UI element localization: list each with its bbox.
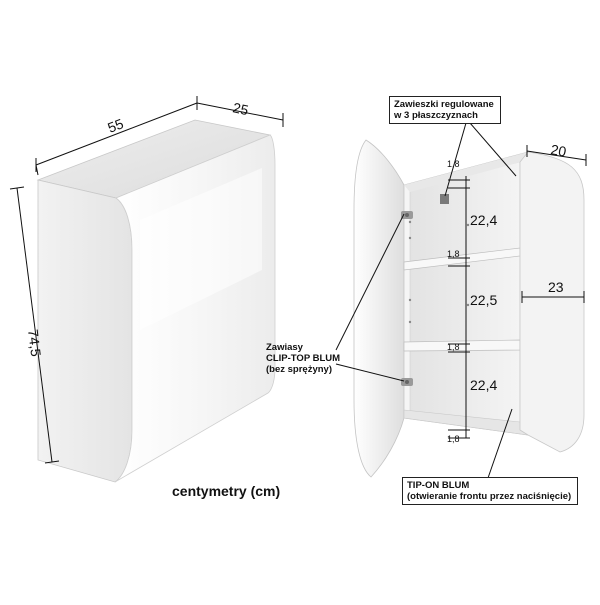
shelf-pin-holes [408,220,470,324]
shelf-thickness-4: 1,8 [447,434,460,444]
hangers-callout-line-2: w 3 płaszczyznach [394,110,478,121]
units-caption: centymetry (cm) [172,483,280,499]
open-cabinet [353,139,585,478]
compartment-height-bottom: 22,4 [470,377,497,393]
compartment-height-top: 22,4 [470,212,497,228]
closed-cabinet [36,119,276,483]
open-door [353,139,405,478]
shelf-thickness-2: 1,8 [447,249,460,259]
callout-leaders [335,122,517,479]
tip-on-callout: TIP-ON BLUM (otwieranie frontu przez nac… [402,477,578,505]
hinge-top [401,211,413,219]
hinges-callout: Zawiasy CLIP-TOP BLUM (bez sprężyny) [262,340,341,377]
hangers-callout: Zawieszki regulowane w 3 płaszczyznach [389,96,501,124]
front-reflection [140,168,262,330]
depth-label: 25 [231,99,250,118]
tip-on-callout-line-2: (otwieranie frontu przez naciśnięcie) [407,491,572,502]
shelf-thickness-3: 1,8 [447,342,460,352]
top-board [404,152,528,192]
dimension-lines-left [9,96,284,464]
hinge-bottom [401,378,413,386]
interior-back [409,161,521,431]
closed-cabinet-side [37,179,133,483]
right-side-panel [519,151,585,453]
tip-on-callout-line-1: TIP-ON BLUM [407,480,470,491]
side-width-label: 23 [548,279,564,295]
hangers-callout-line-1: Zawieszki regulowane [394,99,494,110]
hinges-callout-line-1: Zawiasy [266,342,303,353]
shelf-lower [403,339,521,352]
right-depth-label: 20 [549,141,567,159]
dimension-lines-right [448,145,587,439]
width-label: 55 [105,115,125,136]
hinges-callout-line-2: CLIP-TOP BLUM [266,353,341,364]
compartment-height-middle: 22,5 [470,292,497,308]
shelf-thickness-1: 1,8 [447,159,460,169]
height-label: 74,5 [25,328,44,357]
hinges-callout-line-3: (bez sprężyny) [266,364,332,375]
hanger-bracket [440,194,449,204]
